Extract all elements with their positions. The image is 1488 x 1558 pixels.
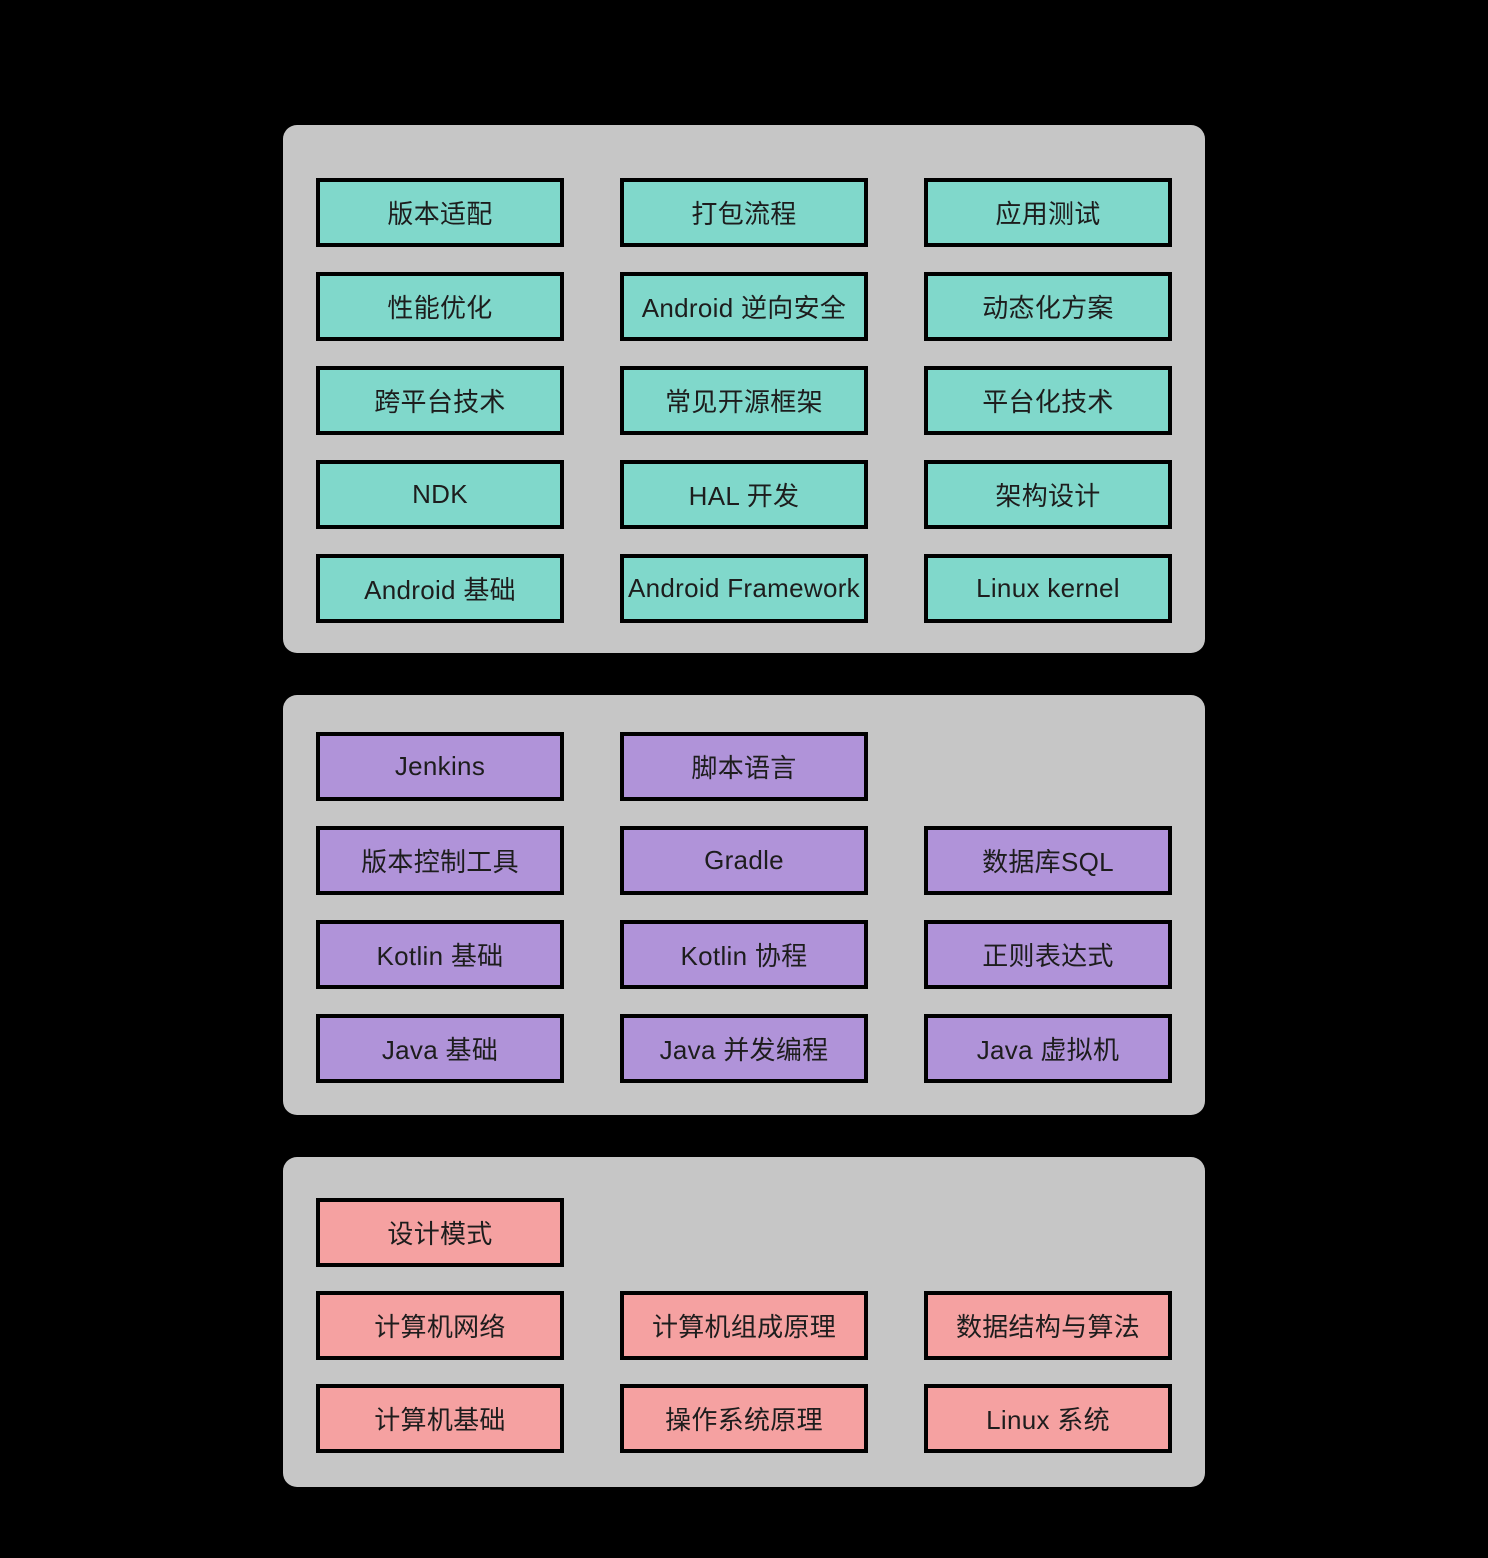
- topic-box: 操作系统原理: [620, 1384, 868, 1453]
- topic-box: 性能优化: [316, 272, 564, 341]
- topic-box: 设计模式: [316, 1198, 564, 1267]
- topic-box: Linux kernel: [924, 554, 1172, 623]
- topic-box: Java 并发编程: [620, 1014, 868, 1083]
- topic-box: Gradle: [620, 826, 868, 895]
- topic-box: 打包流程: [620, 178, 868, 247]
- panel-android-advanced: 版本适配 打包流程 应用测试 性能优化 Android 逆向安全 动态化方案 跨…: [283, 125, 1205, 653]
- topic-box: Java 虚拟机: [924, 1014, 1172, 1083]
- topic-box: Jenkins: [316, 732, 564, 801]
- topic-box: Java 基础: [316, 1014, 564, 1083]
- topic-box: Android 逆向安全: [620, 272, 868, 341]
- topic-box: 动态化方案: [924, 272, 1172, 341]
- topic-box: 数据结构与算法: [924, 1291, 1172, 1360]
- panel-languages-tools: Jenkins 脚本语言 版本控制工具 Gradle 数据库SQL Kotlin…: [283, 695, 1205, 1115]
- topic-box: 脚本语言: [620, 732, 868, 801]
- topic-box: Android Framework: [620, 554, 868, 623]
- topic-box: Android 基础: [316, 554, 564, 623]
- empty-cell: [924, 732, 1172, 801]
- topic-box: HAL 开发: [620, 460, 868, 529]
- topic-box: 常见开源框架: [620, 366, 868, 435]
- topic-box: Kotlin 协程: [620, 920, 868, 989]
- topic-box: Linux 系统: [924, 1384, 1172, 1453]
- topic-box: Kotlin 基础: [316, 920, 564, 989]
- empty-cell: [924, 1198, 1172, 1267]
- topic-box: 平台化技术: [924, 366, 1172, 435]
- topic-box: 计算机基础: [316, 1384, 564, 1453]
- topic-box: 计算机网络: [316, 1291, 564, 1360]
- panel-cs-fundamentals: 设计模式 计算机网络 计算机组成原理 数据结构与算法 计算机基础 操作系统原理 …: [283, 1157, 1205, 1487]
- topic-box: 计算机组成原理: [620, 1291, 868, 1360]
- empty-cell: [620, 1198, 868, 1267]
- topic-box: NDK: [316, 460, 564, 529]
- topic-box: 正则表达式: [924, 920, 1172, 989]
- topic-box: 跨平台技术: [316, 366, 564, 435]
- topic-box: 架构设计: [924, 460, 1172, 529]
- topic-box: 应用测试: [924, 178, 1172, 247]
- topic-box: 版本控制工具: [316, 826, 564, 895]
- topic-box: 版本适配: [316, 178, 564, 247]
- topic-box: 数据库SQL: [924, 826, 1172, 895]
